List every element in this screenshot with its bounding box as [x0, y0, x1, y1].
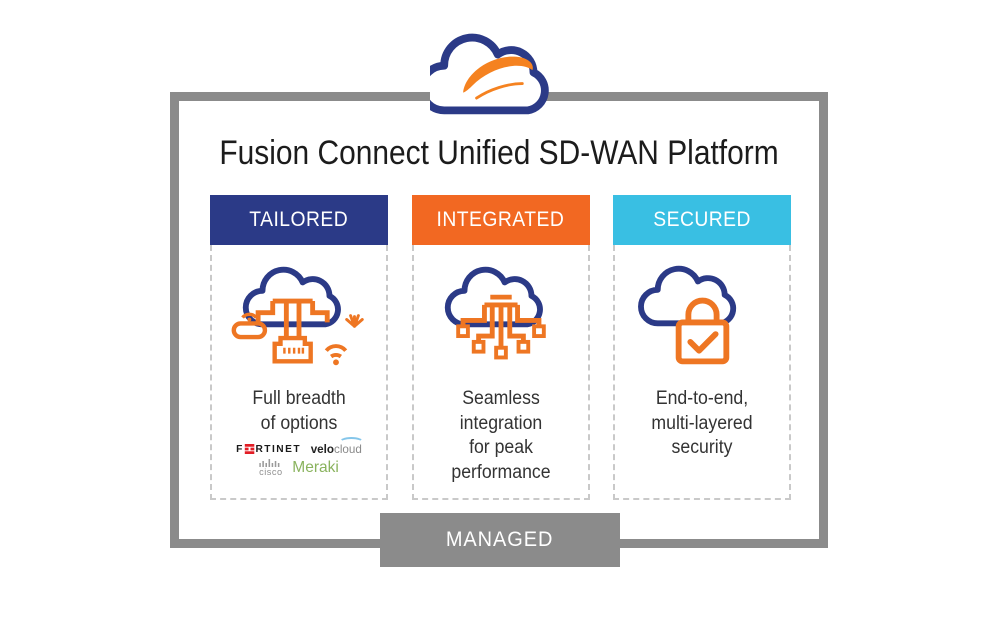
tailored-header-label: TAILORED [249, 208, 349, 231]
velocloud-logo: velocloud [310, 437, 364, 456]
tailored-body: Full breadth of options F [210, 245, 388, 500]
desc-line: multi-layered [651, 412, 753, 434]
cisco-text: cisco [259, 467, 283, 478]
fortinet-logo: F RTINET [236, 443, 301, 455]
desc-line: End-to-end, [655, 388, 749, 409]
cloud-network-options-icon [212, 255, 386, 385]
secured-description: End-to-end, multi-layered security [621, 387, 783, 461]
fortinet-text: RTINET [255, 443, 302, 455]
managed-label: MANAGED [446, 528, 554, 551]
cloud-integration-circuit-icon [414, 255, 588, 385]
integrated-header-label: INTEGRATED [436, 208, 565, 231]
pillar-tailored: TAILORED [210, 195, 388, 500]
integrated-header: INTEGRATED [411, 195, 590, 245]
page-title: Fusion Connect Unified SD-WAN Platform [219, 134, 779, 172]
managed-bar: MANAGED [380, 513, 620, 567]
integrated-description: Seamless integration for peak performanc… [420, 387, 582, 485]
fortinet-text: F [236, 443, 244, 455]
checkmark-icon [687, 331, 719, 354]
desc-line: Seamless [461, 388, 540, 409]
orange-swoosh [463, 56, 533, 93]
pillar-secured: SECURED End-to-end, multi-layered [613, 195, 791, 500]
desc-line: security [671, 437, 733, 458]
meraki-logo: Meraki [292, 459, 339, 477]
desc-line: for peak [468, 437, 533, 458]
desc-line: of options [260, 412, 338, 434]
velocloud-text-bold: velo [310, 442, 334, 456]
pillars-row: TAILORED [210, 195, 791, 500]
cisco-logo: cisco [259, 459, 282, 478]
tailored-header: TAILORED [210, 195, 388, 245]
fusion-connect-cloud-logo [430, 33, 549, 115]
velocloud-swoosh-icon [338, 437, 364, 448]
secured-header: SECURED [613, 195, 791, 245]
desc-line: performance [450, 461, 551, 483]
pillar-integrated: INTEGRATED [411, 195, 590, 500]
integrated-body: Seamless integration for peak performanc… [411, 245, 590, 500]
cisco-bars-icon [259, 459, 280, 467]
secured-body: End-to-end, multi-layered security [613, 245, 791, 500]
desc-line: Full breadth [252, 388, 346, 409]
fortinet-gate-icon [244, 444, 255, 454]
partner-logos: F RTINET velocloud [215, 437, 384, 478]
cloud-security-lock-icon [615, 255, 789, 385]
desc-line: integration [459, 412, 542, 434]
secured-header-label: SECURED [653, 208, 751, 231]
tailored-description: Full breadth of options [218, 387, 380, 436]
